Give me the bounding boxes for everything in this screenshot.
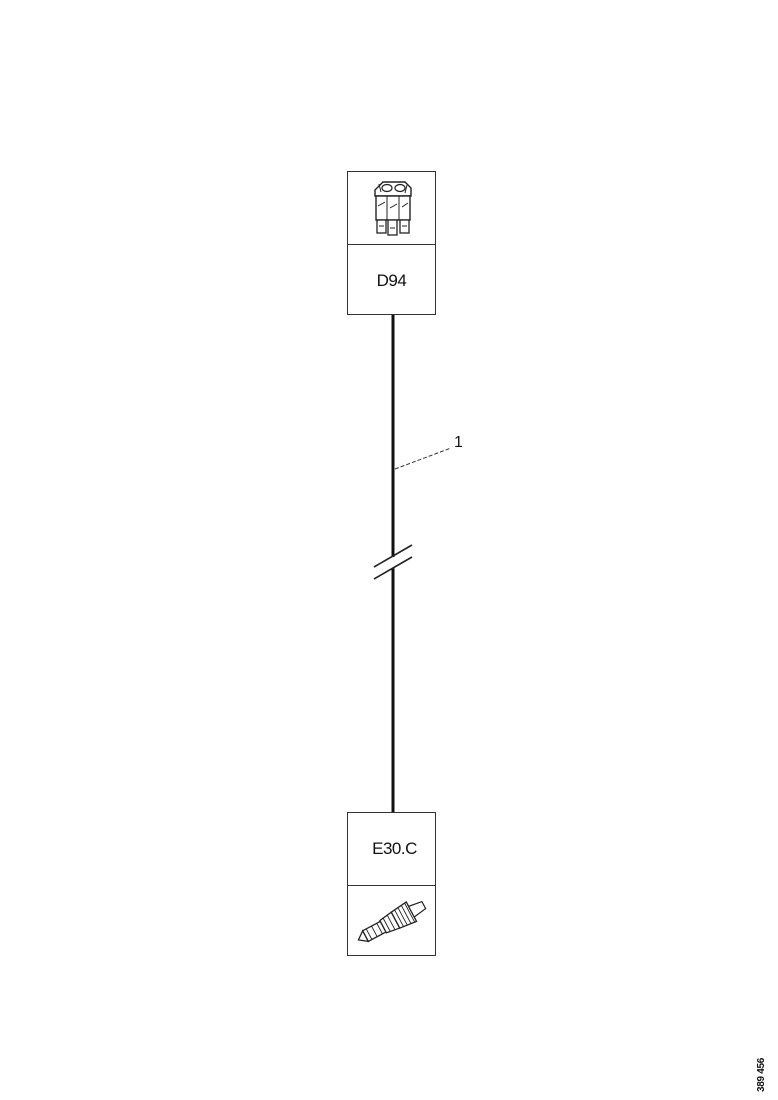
multi-pin-connector-housing-icon — [348, 172, 435, 244]
wire-callout-leader — [394, 447, 452, 470]
wire-callout-number: 1 — [454, 434, 463, 451]
connector-e30c: E30.C — [347, 812, 436, 956]
document-reference-number: 389 456 — [756, 1057, 767, 1092]
connector-e30c-label-cell: E30.C — [348, 813, 435, 885]
connector-e30c-image-cell — [348, 885, 435, 957]
connector-d94-label-cell: D94 — [348, 244, 435, 316]
connector-d94: D94 — [347, 171, 436, 315]
connector-d94-image-cell — [348, 172, 435, 244]
connector-e30c-label: E30.C — [372, 839, 417, 858]
wire-break-marker — [373, 544, 413, 580]
connector-d94-label: D94 — [376, 271, 407, 290]
terminal-pin-icon — [348, 886, 435, 958]
